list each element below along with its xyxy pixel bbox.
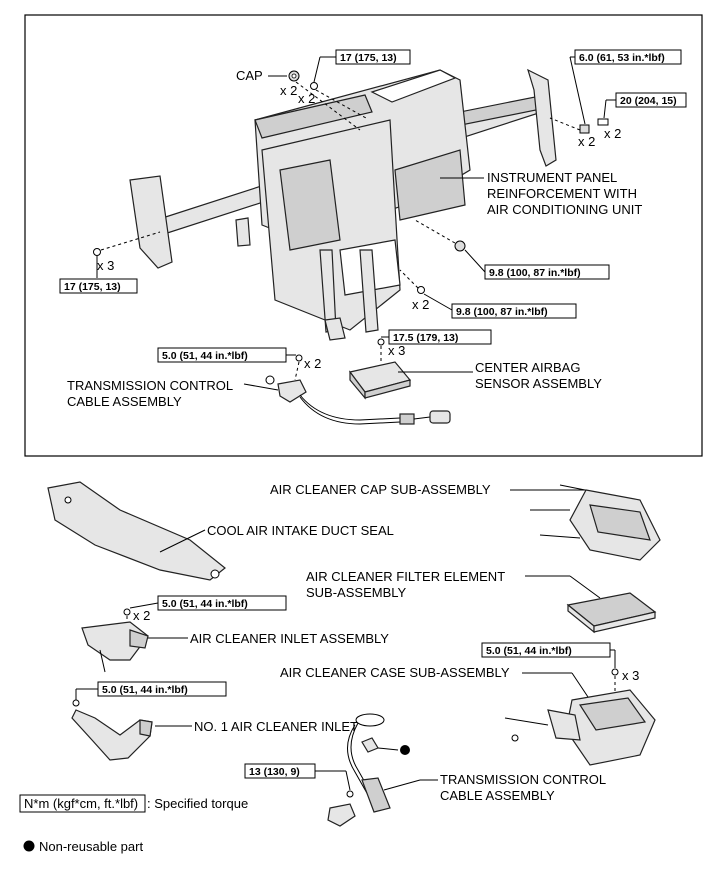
bolt-20-icon — [597, 118, 609, 126]
torque-17-5: 17.5 (179, 13) — [393, 332, 458, 344]
filter-element-label-2: SUB-ASSEMBLY — [306, 585, 407, 600]
torque-legend-box — [19, 794, 146, 813]
center-airbag-label-2: SENSOR ASSEMBLY — [475, 376, 602, 391]
bolt-13-icon — [346, 790, 354, 798]
air-cleaner-inlet-assembly-drawing — [81, 621, 149, 673]
case-quantity: x 3 — [622, 668, 639, 683]
inlet-quantity: x 2 — [133, 608, 150, 623]
bolt-5-0-inlet-icon — [123, 608, 131, 616]
cap-quantity: x 2 — [280, 83, 297, 98]
bolt98-quantity: x 2 — [412, 297, 429, 312]
non-reusable-legend-icon — [23, 840, 35, 852]
inlet-assembly-label: AIR CLEANER INLET ASSEMBLY — [190, 631, 389, 646]
torque-13: 13 (130, 9) — [249, 766, 300, 778]
ip-reinforcement-label-2: REINFORCEMENT WITH — [487, 186, 637, 201]
no1-inlet-label: NO. 1 AIR CLEANER INLET — [194, 719, 358, 734]
tcc-top-label-2: CABLE ASSEMBLY — [67, 394, 182, 409]
air-cleaner-case-drawing — [504, 689, 656, 766]
instrument-panel-reinforcement-drawing — [129, 68, 557, 341]
top-diagram-frame — [24, 14, 703, 457]
torque-5-0-top: 5.0 (51, 44 in.*lbf) — [162, 350, 248, 362]
bolt-5-0-case-icon — [611, 668, 619, 676]
air-cleaner-cap-label: AIR CLEANER CAP SUB-ASSEMBLY — [270, 482, 491, 497]
bolt175-quantity: x 3 — [388, 343, 405, 358]
nut-icon — [579, 124, 590, 134]
nut60-quantity: x 2 — [578, 134, 595, 149]
bolt17-quantity: x 2 — [298, 91, 315, 106]
legend-specified: : Specified torque — [147, 796, 248, 811]
cap-label: CAP — [236, 68, 263, 83]
tcc-bottom-label-2: CABLE ASSEMBLY — [440, 788, 555, 803]
center-airbag-sensor-drawing — [348, 361, 412, 400]
torque-9-8-b: 9.8 (100, 87 in.*lbf) — [456, 306, 548, 318]
torque-9-8-a: 9.8 (100, 87 in.*lbf) — [489, 267, 581, 279]
bolt-icon — [310, 82, 318, 90]
tcc-bottom-label-1: TRANSMISSION CONTROL — [440, 772, 606, 787]
torque-17-left: 17 (175, 13) — [64, 281, 121, 293]
bolt17-left-quantity: x 3 — [97, 258, 114, 273]
transmission-control-cable-top-drawing — [265, 375, 451, 425]
air-cleaner-cap-drawing — [530, 484, 661, 561]
ip-reinforcement-label-3: AIR CONDITIONING UNIT — [487, 202, 642, 217]
case-sub-label: AIR CLEANER CASE SUB-ASSEMBLY — [280, 665, 510, 680]
torque-5-0-inlet: 5.0 (51, 44 in.*lbf) — [162, 598, 248, 610]
bolt-5-0-top-icon — [295, 354, 303, 362]
legend-unit: N*m (kgf*cm, ft.*lbf) — [24, 796, 138, 811]
cool-air-intake-duct-seal-drawing — [47, 481, 226, 581]
bolt-17-5-icon — [377, 338, 385, 346]
torque-5-0-no1: 5.0 (51, 44 in.*lbf) — [102, 684, 188, 696]
bolt-5-0-no1-icon — [72, 699, 80, 707]
bolt50-quantity: x 2 — [304, 356, 321, 371]
non-reusable-marker — [400, 745, 410, 755]
torque-17-top: 17 (175, 13) — [340, 52, 397, 64]
bolt-left-icon — [93, 248, 101, 256]
torque-20: 20 (204, 15) — [620, 95, 677, 107]
torque-5-0-case: 5.0 (51, 44 in.*lbf) — [486, 645, 572, 657]
torque-6-0: 6.0 (61, 53 in.*lbf) — [579, 52, 665, 64]
cool-air-seal-label: COOL AIR INTAKE DUCT SEAL — [207, 523, 394, 538]
ip-reinforcement-label-1: INSTRUMENT PANEL — [487, 170, 617, 185]
tcc-top-label-1: TRANSMISSION CONTROL — [67, 378, 233, 393]
bolt-9-8-icon — [417, 286, 425, 294]
no1-air-cleaner-inlet-drawing — [71, 709, 153, 761]
filter-element-label-1: AIR CLEANER FILTER ELEMENT — [306, 569, 505, 584]
nut-9-8-icon — [454, 240, 466, 252]
bolt20-quantity: x 2 — [604, 126, 621, 141]
legend-non-reusable: Non-reusable part — [39, 839, 143, 854]
transmission-control-cable-bottom-drawing — [327, 713, 391, 827]
center-airbag-label-1: CENTER AIRBAG — [475, 360, 580, 375]
air-cleaner-filter-element-drawing — [566, 592, 657, 634]
